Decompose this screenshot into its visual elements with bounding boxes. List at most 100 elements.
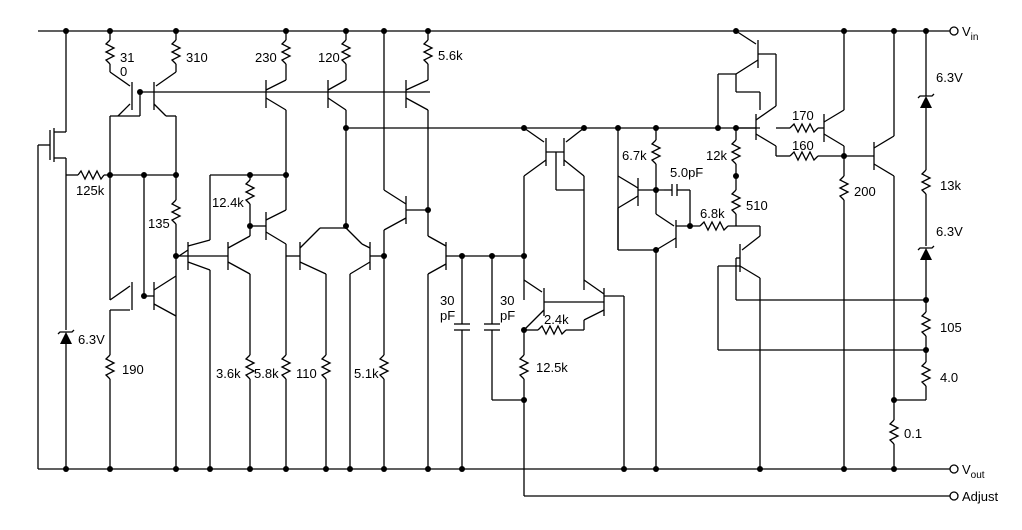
capacitor-5pf (664, 184, 691, 226)
transistor-q16 (546, 127, 585, 290)
label-135: 135 (148, 216, 170, 231)
label-170: 170 (792, 108, 814, 123)
transistor-q21 (717, 226, 926, 469)
transistor-q3 (109, 175, 145, 355)
label-105: 105 (940, 320, 962, 335)
resistor-170 (776, 122, 824, 134)
label-stray-0: 0 (120, 64, 127, 79)
resistor-31 (104, 31, 116, 72)
label-4-0: 4.0 (940, 370, 958, 385)
label-6-7k: 6.7k (622, 148, 647, 163)
transistor-q19 (617, 175, 664, 251)
vin-label: Vin (962, 24, 978, 43)
resistor-120 (340, 31, 352, 80)
transistor-q20 (655, 190, 700, 469)
vin-terminal[interactable] (949, 26, 959, 36)
transistor-q9 (175, 175, 211, 469)
transistor-q26-output (844, 31, 895, 400)
label-c30a-1: 30 (440, 293, 454, 308)
resistor-200 (838, 175, 850, 469)
resistor-12k (730, 128, 742, 176)
transistor-q10 (176, 226, 251, 355)
transistor-q24 (736, 105, 777, 156)
label-2-4k: 2.4k (544, 312, 569, 327)
label-zener-bottom: 6.3V (936, 224, 963, 239)
label-5-8k: 5.8k (254, 366, 279, 381)
resistor-5-8k (280, 354, 292, 469)
resistor-190 (104, 354, 116, 469)
resistor-310 (170, 31, 182, 72)
adjust-terminal[interactable] (949, 491, 959, 501)
zener-left (57, 175, 75, 469)
label-12k: 12k (706, 148, 727, 163)
transistor-q8 (250, 175, 287, 355)
vout-label: Vout (962, 462, 985, 481)
transistor-q7 (405, 79, 429, 236)
transistor-q17 (523, 279, 545, 355)
transistor-q6 (327, 79, 347, 225)
label-5-0pf: 5.0pF (670, 165, 703, 180)
label-125k: 125k (76, 183, 105, 198)
rail-junctions (63, 28, 897, 472)
label-120: 120 (318, 50, 340, 65)
resistor-510 (730, 176, 742, 226)
label-31: 31 (120, 50, 134, 65)
label-c30b-2: pF (500, 308, 515, 323)
transistor-q4 (144, 275, 177, 317)
startup-jfet (49, 31, 67, 175)
transistor-q5 (265, 79, 287, 175)
resistor-5-6k (422, 31, 434, 80)
label-5-1k: 5.1k (354, 366, 379, 381)
zener-right-top (917, 31, 935, 170)
resistor-6-8k (699, 220, 760, 232)
resistor-4-0 (894, 350, 932, 401)
label-3-6k: 3.6k (216, 366, 241, 381)
transistor-q2 (139, 71, 430, 200)
vout-rail (37, 144, 950, 470)
zener-right-bottom (917, 245, 935, 300)
label-160: 160 (792, 138, 814, 153)
capacitor-30pf-a (454, 256, 470, 469)
transistor-q11 (286, 227, 346, 355)
label-zener-left: 6.3V (78, 332, 105, 347)
capacitor-30pf-b (484, 256, 524, 401)
resistor-13k (920, 169, 932, 246)
transistor-q23 (717, 73, 777, 128)
transistor-q25 (823, 31, 845, 176)
transistor-q1 (109, 71, 140, 300)
transistor-q14 (427, 235, 524, 469)
resistor-6-7k (650, 128, 662, 190)
resistor-125k (66, 169, 176, 181)
adjust-line (523, 400, 950, 497)
label-200: 200 (854, 184, 876, 199)
resistor-110 (320, 354, 332, 469)
adjust-label: Adjust (962, 489, 999, 504)
label-12-4k: 12.4k (212, 195, 244, 210)
transistor-q12 (345, 227, 384, 469)
resistor-3-6k (244, 354, 256, 469)
resistor-105 (920, 300, 932, 350)
label-5-6k: 5.6k (438, 48, 463, 63)
label-110: 110 (296, 366, 317, 381)
transistor-q22 (735, 30, 777, 93)
resistor-12-5k (518, 354, 530, 400)
label-230: 230 (255, 50, 277, 65)
label-510: 510 (746, 198, 768, 213)
label-c30a-2: pF (440, 308, 455, 323)
label-0-1: 0.1 (904, 426, 922, 441)
vout-terminal[interactable] (949, 464, 959, 474)
label-13k: 13k (940, 178, 961, 193)
label-zener-top: 6.3V (936, 70, 963, 85)
resistor-160 (776, 150, 844, 162)
resistor-0-1 (888, 400, 900, 469)
label-12-5k: 12.5k (536, 360, 568, 375)
label-310: 310 (186, 50, 208, 65)
resistor-230 (280, 31, 292, 80)
label-190: 190 (122, 362, 144, 377)
label-c30b-1: 30 (500, 293, 514, 308)
resistor-135 (170, 199, 182, 469)
resistor-5-1k (378, 354, 390, 469)
transistor-q13 (383, 189, 428, 355)
label-6-8k: 6.8k (700, 206, 725, 221)
